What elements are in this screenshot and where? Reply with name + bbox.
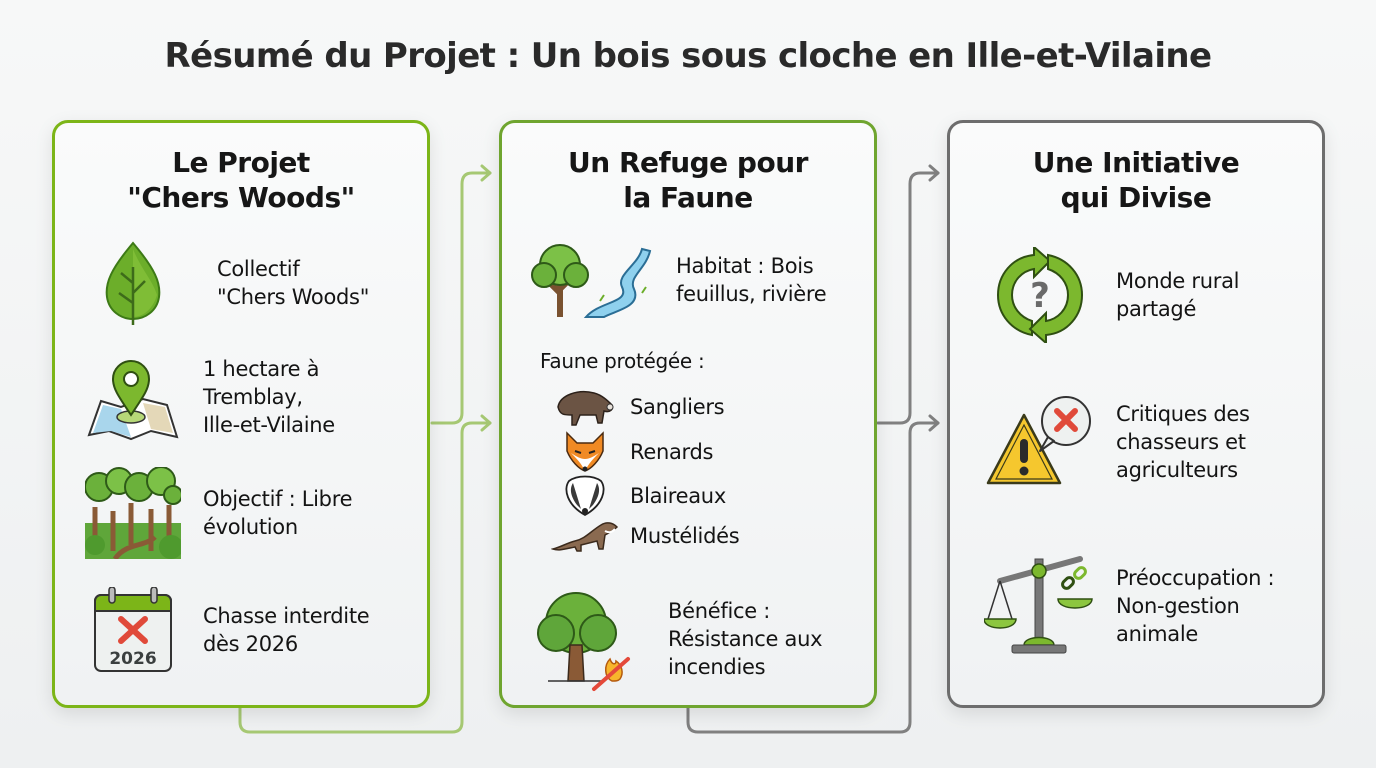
list-item-concern: Préoccupation : Non-gestion animale bbox=[983, 551, 1275, 661]
card-title-line: la Faune bbox=[623, 181, 753, 214]
list-item-hunting-ban: 2026 Chasse interdite dès 2026 bbox=[93, 586, 370, 673]
animal-label: Blaireaux bbox=[630, 484, 726, 508]
animal-label: Renards bbox=[630, 440, 714, 464]
item-text-line: Objectif : Libre bbox=[203, 487, 353, 511]
list-item-benefit: Bénéfice : Résistance aux incendies bbox=[532, 583, 823, 695]
map-pin-icon bbox=[85, 351, 181, 443]
boar-icon bbox=[550, 387, 620, 427]
svg-text:?: ? bbox=[1030, 276, 1050, 316]
list-item-animal: Renards bbox=[550, 431, 713, 473]
item-text-line: Non-gestion bbox=[1116, 594, 1240, 618]
fauna-label: Faune protégée : bbox=[540, 349, 705, 373]
animal-label: Mustélidés bbox=[630, 524, 740, 548]
item-text-line: 1 hectare à bbox=[203, 357, 320, 381]
list-item-animal: Blaireaux bbox=[550, 475, 726, 517]
list-item-rural-world: ? Monde rural partagé bbox=[990, 244, 1240, 346]
list-item-animal: Mustélidés bbox=[550, 519, 740, 553]
item-text-line: Critiques des bbox=[1116, 402, 1250, 426]
card-wildlife-refuge: Un Refuge pour la Faune Habitat : Bois f… bbox=[499, 120, 877, 708]
item-text-line: Collectif bbox=[217, 257, 300, 281]
card-title-line: Le Projet bbox=[172, 146, 310, 179]
forest-icon bbox=[84, 466, 183, 561]
item-text-line: Préoccupation : bbox=[1116, 566, 1275, 590]
item-text-line: "Chers Woods" bbox=[217, 285, 370, 309]
card-title-line: Une Initiative bbox=[1032, 146, 1240, 179]
cycle-question-icon: ? bbox=[990, 244, 1090, 346]
card-title-line: qui Divise bbox=[1060, 181, 1212, 214]
tree-no-fire-icon bbox=[532, 583, 642, 695]
card-title: Un Refuge pour la Faune bbox=[502, 145, 874, 215]
list-item-criticism: Critiques des chasseurs et agriculteurs bbox=[984, 395, 1250, 489]
list-item-habitat: Habitat : Bois feuillus, rivière bbox=[530, 241, 827, 319]
item-text-line: agriculteurs bbox=[1116, 458, 1238, 482]
item-text-line: Chasse interdite bbox=[203, 604, 370, 628]
item-text-line: Habitat : Bois bbox=[676, 254, 814, 278]
card-title: Une Initiative qui Divise bbox=[950, 145, 1322, 215]
calendar-x-icon: 2026 bbox=[93, 586, 173, 673]
item-text-line: Ille-et-Vilaine bbox=[203, 413, 335, 437]
item-text-line: chasseurs et bbox=[1116, 430, 1246, 454]
fox-icon bbox=[550, 431, 620, 473]
list-item-animal: Sangliers bbox=[550, 387, 725, 427]
tree-river-icon bbox=[530, 241, 658, 319]
page-title: Résumé du Projet : Un bois sous cloche e… bbox=[164, 36, 1213, 76]
card-title-line: Un Refuge pour bbox=[568, 146, 808, 179]
calendar-year: 2026 bbox=[109, 649, 156, 669]
animal-label: Sangliers bbox=[630, 395, 725, 419]
list-item-objective: Objectif : Libre évolution bbox=[84, 466, 353, 561]
scale-broken-chain-icon bbox=[983, 551, 1098, 661]
item-text-line: partagé bbox=[1116, 297, 1197, 321]
badger-icon bbox=[550, 475, 620, 517]
item-text-line: évolution bbox=[203, 515, 298, 539]
warning-x-icon bbox=[984, 395, 1098, 489]
card-title: Le Projet "Chers Woods" bbox=[55, 145, 427, 215]
item-text-line: animale bbox=[1116, 622, 1198, 646]
card-divisive-initiative: Une Initiative qui Divise ? Monde rural … bbox=[947, 120, 1325, 708]
item-text-line: feuillus, rivière bbox=[676, 282, 827, 306]
item-text-line: Résistance aux bbox=[668, 627, 823, 651]
list-item-collective: Collectif "Chers Woods" bbox=[101, 239, 369, 327]
item-text-line: Tremblay, bbox=[203, 385, 303, 409]
item-text-line: incendies bbox=[668, 655, 766, 679]
list-item-location: 1 hectare à Tremblay, Ille-et-Vilaine bbox=[85, 351, 335, 443]
item-text-line: Bénéfice : bbox=[668, 599, 771, 623]
card-project: Le Projet "Chers Woods" Collectif "Chers… bbox=[52, 120, 430, 708]
leaf-icon bbox=[101, 239, 165, 327]
weasel-icon bbox=[550, 519, 620, 553]
item-text-line: Monde rural bbox=[1116, 269, 1240, 293]
card-title-line: "Chers Woods" bbox=[127, 181, 355, 214]
item-text-line: dès 2026 bbox=[203, 632, 298, 656]
